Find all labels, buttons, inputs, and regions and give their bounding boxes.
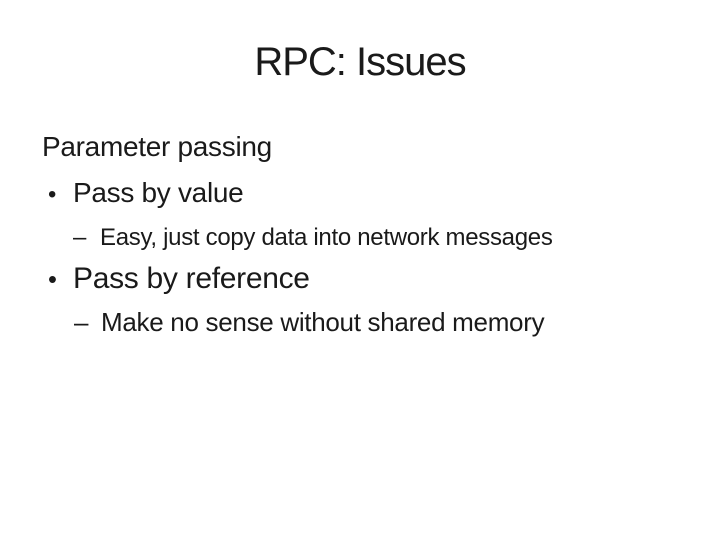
bullet-dot-icon: • bbox=[48, 181, 57, 208]
bullet-label: Pass by reference bbox=[73, 262, 310, 295]
body-heading: Parameter passing bbox=[42, 131, 272, 162]
sub-bullet-no-shared-memory: –Make no sense without shared memory bbox=[74, 307, 545, 338]
bullet-dot-icon: • bbox=[48, 266, 57, 294]
slide-title: RPC: Issues bbox=[254, 40, 466, 84]
bullet-label: Pass by value bbox=[73, 177, 244, 208]
sub-bullet-label: Easy, just copy data into network messag… bbox=[100, 224, 553, 251]
dash-marker-icon: – bbox=[73, 224, 87, 251]
bullet-item-pass-by-value: • Pass by value bbox=[48, 176, 244, 210]
sub-bullet-label: Make no sense without shared memory bbox=[101, 307, 545, 337]
sub-bullet-easy-copy: –Easy, just copy data into network messa… bbox=[73, 224, 553, 253]
bullet-item-pass-by-reference: • Pass by reference bbox=[48, 261, 310, 297]
dash-marker-icon: – bbox=[74, 307, 89, 337]
